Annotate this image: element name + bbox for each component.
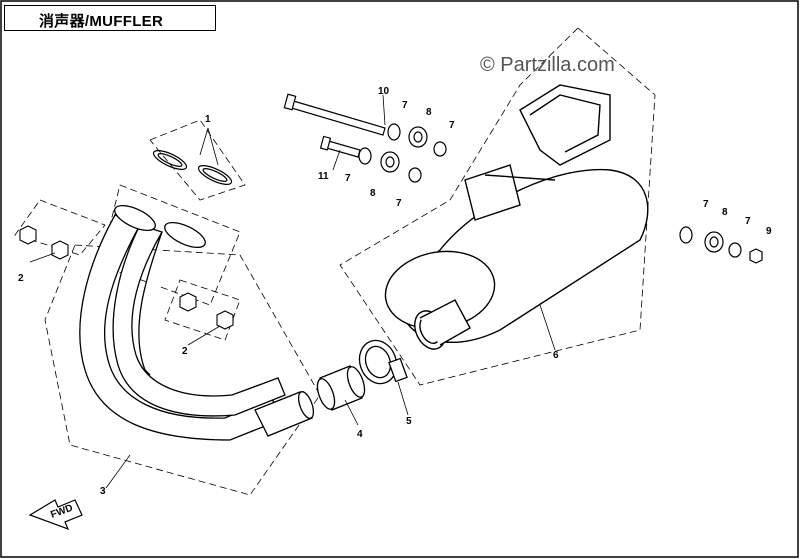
connector-tube [316, 365, 366, 411]
callout-6: 6 [553, 350, 559, 361]
gasket-pair [152, 150, 233, 185]
callout-10: 10 [378, 86, 390, 97]
callout-1: 1 [205, 114, 211, 125]
callout-4: 4 [357, 429, 363, 440]
exhaust-clamp [358, 339, 408, 385]
flange-nuts [19, 225, 234, 330]
callout-5: 5 [406, 416, 412, 427]
title-box: 消声器/MUFFLER [4, 5, 216, 31]
direction-arrow-icon: FWD [28, 499, 83, 531]
callout-8c: 8 [722, 207, 728, 218]
callout-8b: 8 [370, 188, 376, 199]
callout-8a: 8 [426, 107, 432, 118]
callout-7a: 7 [402, 100, 408, 111]
mounting-hardware [283, 93, 763, 264]
muffler-body [384, 84, 649, 350]
callout-7e: 7 [703, 199, 709, 210]
page-title: 消声器/MUFFLER [39, 13, 164, 30]
callout-2a: 2 [18, 273, 24, 284]
callout-11: 11 [318, 171, 329, 182]
callout-7d: 7 [396, 198, 402, 209]
callout-7f: 7 [745, 216, 751, 227]
callout-9: 9 [766, 226, 772, 237]
callout-7b: 7 [449, 120, 455, 131]
callout-2b: 2 [182, 346, 188, 357]
leader-lines [29, 94, 556, 489]
callout-labels: 1 2 2 3 4 5 6 7 7 7 7 7 7 8 8 8 9 10 11 [18, 86, 772, 497]
exhaust-header-pipes [79, 204, 315, 441]
watermark: © Partzilla.com [480, 54, 615, 76]
callout-7c: 7 [345, 173, 351, 184]
callout-3: 3 [100, 486, 106, 497]
